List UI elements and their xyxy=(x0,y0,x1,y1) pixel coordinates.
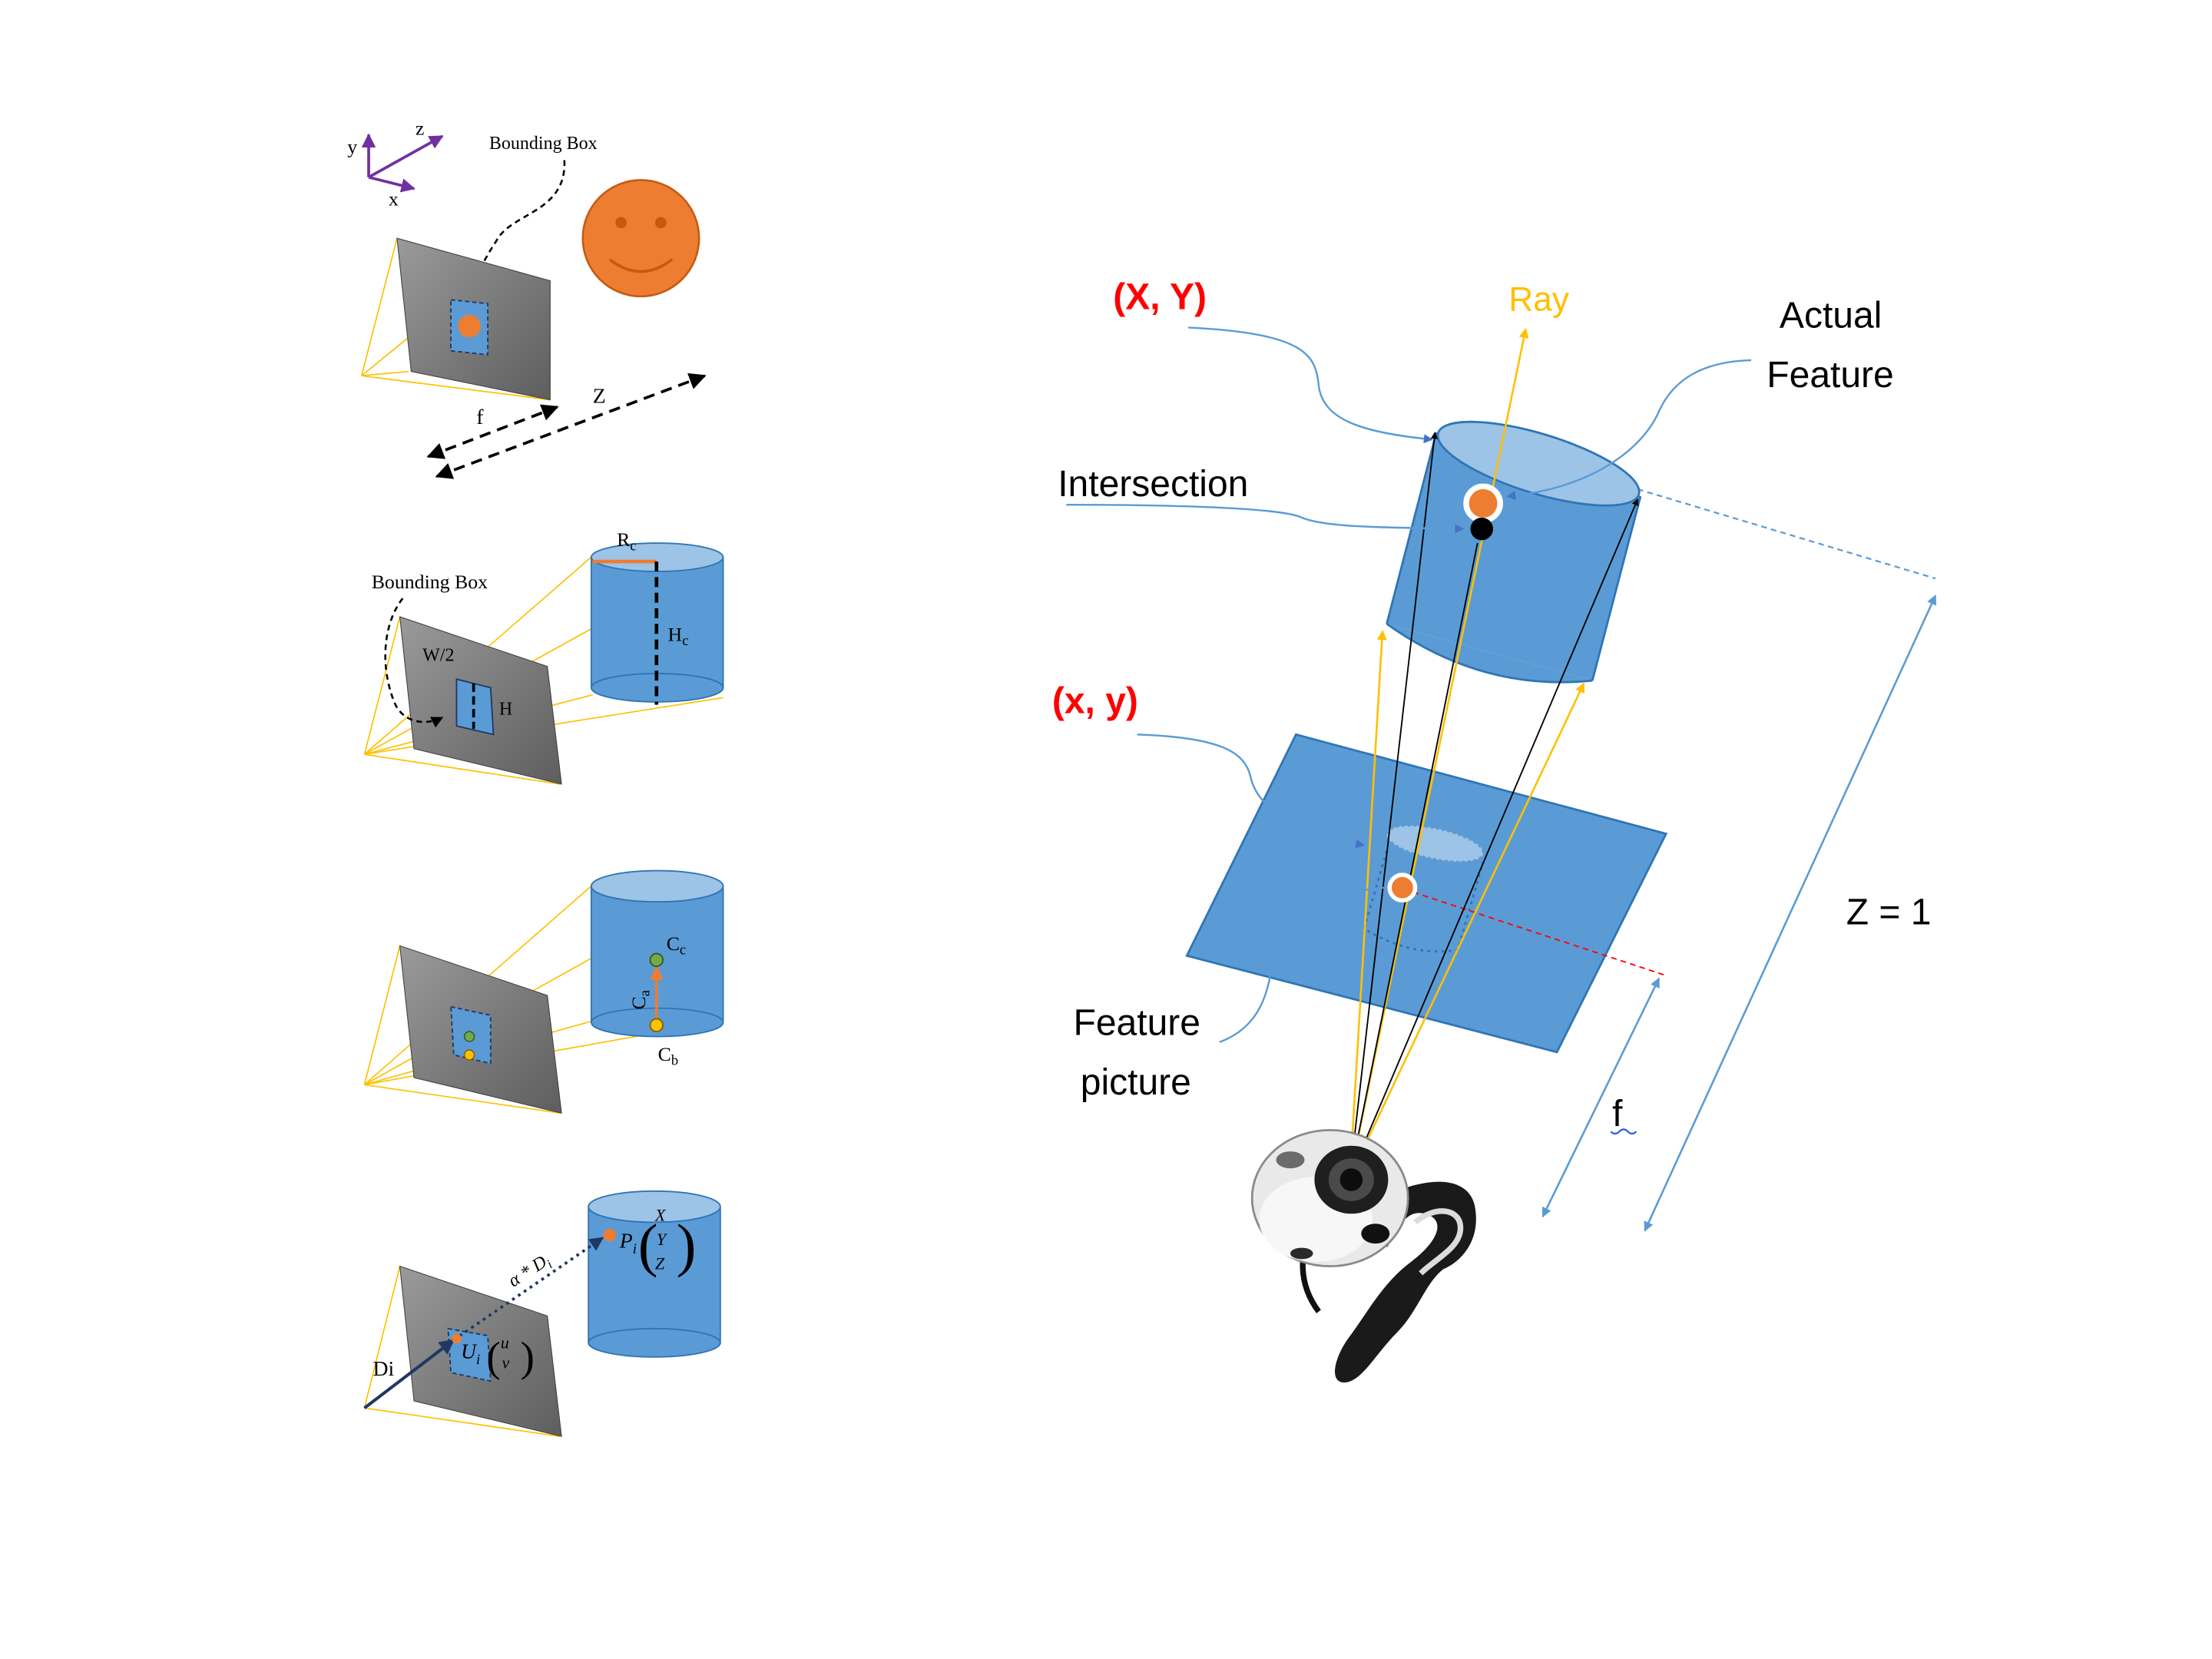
focal-label: f xyxy=(1612,1094,1623,1134)
world-point-callout xyxy=(1188,326,1433,444)
feature-cylinder xyxy=(1386,420,1642,684)
axis-x-label: x xyxy=(389,188,399,210)
cylinder-reference-line xyxy=(1637,488,1936,580)
right-panel-camera-model: (X, Y) Ray Actual Feature Intersection (… xyxy=(1052,276,1937,1382)
svg-text:Z: Z xyxy=(655,1253,665,1273)
depth-arrow xyxy=(435,373,707,479)
panel-4-back-projection: Di α * Di Ui ( ) u v Pi ( ) X Y Z xyxy=(363,1190,721,1437)
base-point xyxy=(649,1018,664,1033)
actual-feature-callout xyxy=(1506,359,1752,501)
camera-rays xyxy=(1349,328,1639,1177)
actual-feature-label-line1: Actual xyxy=(1780,295,1882,336)
ray-label: Ray xyxy=(1508,280,1570,318)
spellcheck-underline xyxy=(1610,1128,1637,1135)
intersection-label: Intersection xyxy=(1058,464,1248,505)
svg-text:): ) xyxy=(677,1212,697,1278)
smiley-face-object xyxy=(581,179,700,298)
svg-text:): ) xyxy=(521,1333,535,1380)
intersection-point xyxy=(1470,517,1493,541)
bounding-box-rect xyxy=(455,678,495,736)
projected-center-point xyxy=(463,1031,475,1042)
image-feature-point xyxy=(1387,873,1418,903)
image-plane-reference-line xyxy=(1403,888,1667,977)
axis-z-label: z xyxy=(416,117,424,139)
webcam-icon xyxy=(1250,1129,1476,1382)
height-label: H xyxy=(499,699,512,719)
svg-text:X: X xyxy=(654,1206,667,1225)
svg-text:(: ( xyxy=(638,1212,658,1278)
direction-label: Di xyxy=(373,1356,395,1380)
radius-label: Rc xyxy=(617,528,636,554)
feature-picture-label-line2: picture xyxy=(1081,1062,1191,1103)
svg-text:Pi: Pi xyxy=(619,1229,637,1257)
image-point-vector: Ui ( ) u v xyxy=(461,1333,535,1381)
center-label: Cc xyxy=(667,932,686,958)
panel-1-projection-setup: y z x Bounding Box f Z xyxy=(347,117,707,479)
actual-feature-point xyxy=(1463,483,1503,524)
projected-cylinder-outline xyxy=(1363,850,1485,953)
bounding-box-label: Bounding Box xyxy=(372,571,488,593)
svg-text:u: u xyxy=(501,1333,509,1353)
projected-face xyxy=(458,314,481,338)
intersection-callout xyxy=(1066,504,1465,534)
axis-offset-label: Ca xyxy=(628,990,653,1009)
depth-label: Z xyxy=(593,383,606,407)
svg-text:v: v xyxy=(502,1353,510,1373)
cylinder-height-label: Hc xyxy=(668,623,689,648)
focal-length-arrow xyxy=(426,404,559,459)
projection-rays xyxy=(363,1266,561,1437)
svg-text:Y: Y xyxy=(657,1230,668,1249)
image-point-label: (x, y) xyxy=(1052,681,1138,722)
world-point-vector: Pi ( ) X Y Z xyxy=(619,1206,697,1278)
bbox-pointer-arrow xyxy=(465,160,566,303)
scaled-ray xyxy=(452,1237,604,1342)
panel-2-cylinder-size: W/2 H Bounding Box Rc Hc xyxy=(363,528,724,785)
depth-label: Z = 1 xyxy=(1846,892,1932,933)
width-label: W/2 xyxy=(422,645,454,665)
projected-base-point xyxy=(463,1049,475,1061)
bounding-box-label: Bounding Box xyxy=(489,134,598,154)
focal-measure-arrow xyxy=(1541,977,1661,1218)
projected-ellipse-top xyxy=(1386,825,1484,863)
feature-picture-label-line1: Feature xyxy=(1074,1003,1200,1044)
image-point-callout xyxy=(1137,733,1366,849)
direction-vector xyxy=(363,1339,455,1409)
panel-3-cylinder-center: Cc Ca Cb xyxy=(363,869,724,1114)
center-point xyxy=(649,952,664,968)
svg-text:(: ( xyxy=(486,1333,500,1380)
bbox-pointer-arrow xyxy=(384,598,444,728)
image-point xyxy=(452,1333,462,1344)
feature-picture-plane xyxy=(1185,733,1668,1054)
focal-label: f xyxy=(476,405,484,429)
world-point-label: (X, Y) xyxy=(1113,276,1207,317)
coordinate-axes: y z x xyxy=(347,117,444,210)
axis-y-label: y xyxy=(347,135,357,157)
actual-feature-label-line2: Feature xyxy=(1767,355,1893,396)
world-point xyxy=(603,1228,617,1242)
depth-measure-arrow xyxy=(1644,594,1937,1232)
svg-text:Ui: Ui xyxy=(461,1339,480,1367)
base-label: Cb xyxy=(658,1043,678,1068)
feature-picture-callout xyxy=(1219,886,1384,1044)
